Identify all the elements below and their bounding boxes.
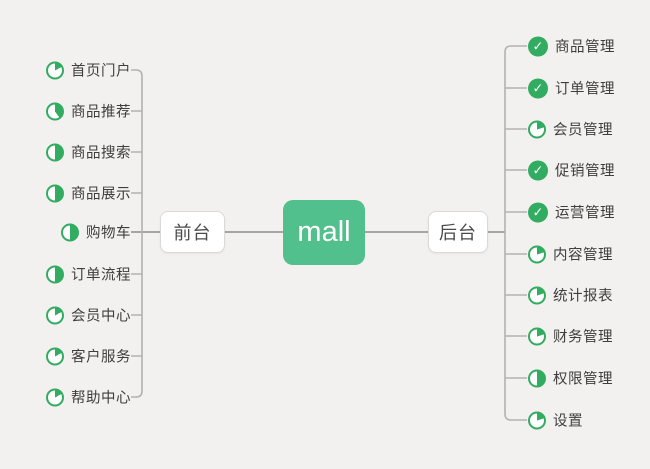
progress-pie-icon	[46, 102, 64, 120]
topic-settings[interactable]: 设置	[528, 410, 583, 431]
right-ticks	[505, 87, 527, 379]
progress-done-icon	[528, 78, 548, 98]
topic-product-mgmt[interactable]: 商品管理	[528, 36, 615, 57]
topic-cart[interactable]: 购物车	[61, 222, 131, 243]
left-spine	[131, 69, 143, 398]
topic-label: 促销管理	[555, 163, 615, 180]
progress-pie-icon	[528, 327, 546, 345]
topic-label: 客户服务	[71, 349, 131, 366]
progress-done-icon	[528, 160, 548, 180]
progress-pie-icon	[46, 306, 64, 324]
progress-done-icon	[528, 202, 548, 222]
progress-pie-icon	[46, 143, 64, 161]
topic-label: 商品管理	[555, 39, 615, 56]
progress-pie-icon	[528, 286, 546, 304]
topic-customer-service[interactable]: 客户服务	[46, 346, 131, 367]
right-spine	[504, 45, 527, 421]
topic-home-portal[interactable]: 首页门户	[46, 60, 131, 81]
topic-operation-mgmt[interactable]: 运营管理	[528, 202, 615, 223]
progress-pie-icon	[46, 347, 64, 365]
topic-finance-mgmt[interactable]: 财务管理	[528, 326, 613, 347]
topic-label: 统计报表	[553, 288, 613, 305]
branch-topic-label: 后台	[439, 223, 477, 243]
branch-topic-back[interactable]: 后台	[428, 211, 488, 253]
topic-label: 商品搜索	[71, 145, 131, 162]
branch-topic-label: 前台	[173, 223, 212, 243]
branch-topic-front[interactable]: 前台	[160, 211, 225, 253]
progress-pie-icon	[46, 265, 64, 283]
topic-label: 权限管理	[553, 371, 613, 388]
progress-pie-icon	[528, 411, 546, 429]
root-topic-label: mall	[297, 216, 351, 248]
topic-product-recommend[interactable]: 商品推荐	[46, 101, 131, 122]
progress-pie-icon	[46, 388, 64, 406]
root-topic-mall[interactable]: mall	[283, 200, 365, 265]
progress-done-icon	[528, 36, 548, 56]
topic-member-center[interactable]: 会员中心	[46, 305, 131, 326]
progress-pie-icon	[528, 120, 546, 138]
progress-pie-icon	[46, 61, 64, 79]
topic-order-mgmt[interactable]: 订单管理	[528, 78, 615, 99]
progress-pie-icon	[528, 245, 546, 263]
topic-label: 设置	[553, 413, 583, 430]
topic-label: 商品推荐	[71, 104, 131, 121]
topic-label: 首页门户	[71, 63, 131, 80]
topic-label: 购物车	[86, 225, 131, 242]
topic-content-mgmt[interactable]: 内容管理	[528, 244, 613, 265]
topic-product-search[interactable]: 商品搜索	[46, 142, 131, 163]
topic-permission-mgmt[interactable]: 权限管理	[528, 368, 613, 389]
topic-label: 内容管理	[553, 247, 613, 264]
topic-label: 订单流程	[71, 267, 131, 284]
topic-help-center[interactable]: 帮助中心	[46, 387, 131, 408]
topic-label: 财务管理	[553, 329, 613, 346]
topic-order-flow[interactable]: 订单流程	[46, 264, 131, 285]
topic-label: 运营管理	[555, 205, 615, 222]
topic-label: 帮助中心	[71, 390, 131, 407]
topic-product-display[interactable]: 商品展示	[46, 183, 131, 204]
topic-stats-report[interactable]: 统计报表	[528, 285, 613, 306]
topic-label: 会员中心	[71, 308, 131, 325]
topic-promo-mgmt[interactable]: 促销管理	[528, 160, 615, 181]
progress-pie-icon	[528, 369, 546, 387]
topic-label: 会员管理	[553, 122, 613, 139]
left-ticks	[131, 110, 142, 357]
progress-pie-icon	[46, 184, 64, 202]
progress-pie-icon	[61, 223, 79, 241]
topic-label: 订单管理	[555, 81, 615, 98]
topic-label: 商品展示	[71, 186, 131, 203]
topic-member-mgmt[interactable]: 会员管理	[528, 119, 613, 140]
